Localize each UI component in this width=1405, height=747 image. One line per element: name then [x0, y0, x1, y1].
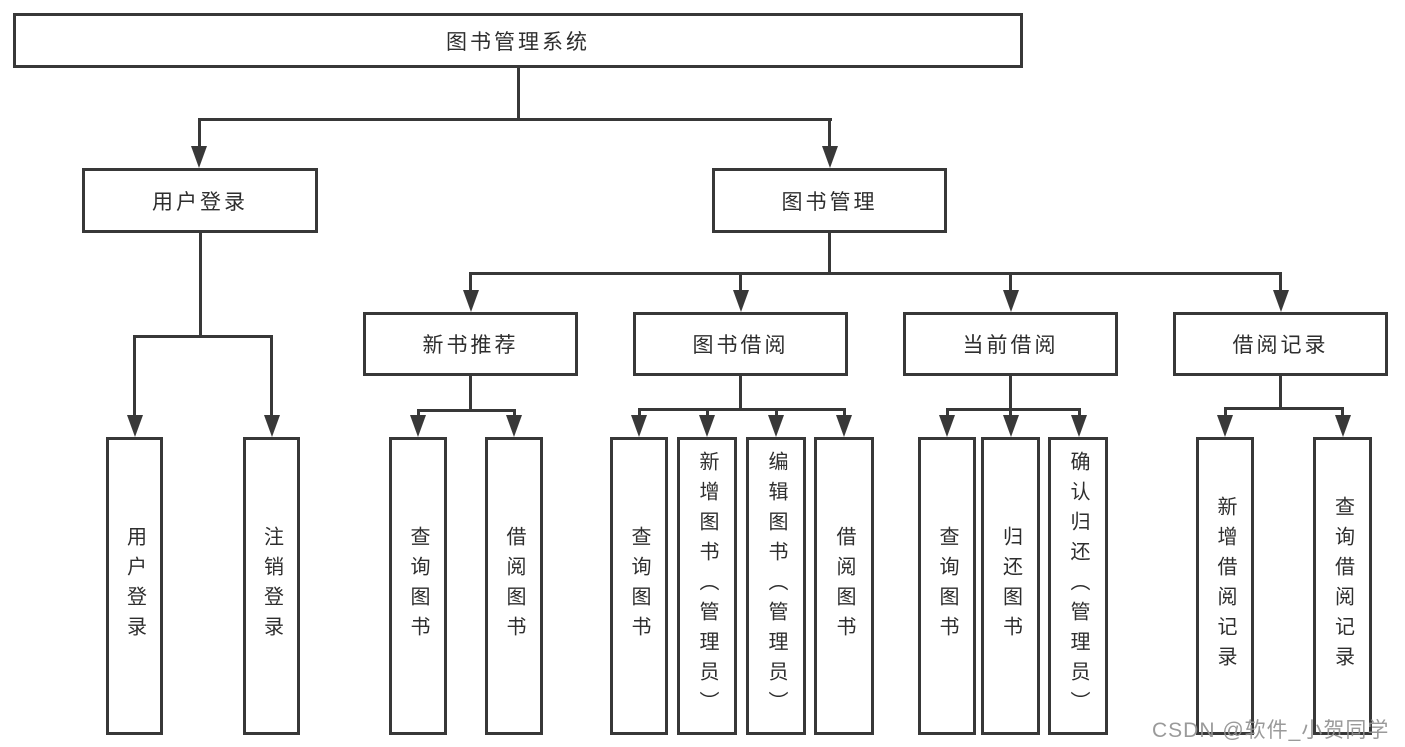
connector-vline	[1009, 408, 1012, 418]
node-label: 新书推荐	[422, 334, 519, 357]
connector-vline	[469, 272, 472, 292]
arrowhead-down-icon	[1272, 290, 1289, 312]
leaf-query-borrow-record: 查询借阅记录	[1313, 437, 1372, 735]
arrowhead-down-icon	[410, 415, 426, 437]
leaf-borrow-books: 借阅图书	[814, 437, 874, 735]
connector-hline	[637, 408, 846, 411]
connector-vline	[774, 408, 778, 418]
connector-vline	[516, 66, 520, 121]
leaf-add-books-admin: 新增图书（管理员）	[677, 437, 737, 735]
arrowhead-down-icon	[263, 415, 280, 437]
arrowhead-down-icon	[1334, 415, 1351, 437]
connector-vline	[512, 409, 516, 418]
arrowhead-down-icon	[1071, 415, 1087, 437]
connector-vline	[1341, 407, 1344, 418]
arrowhead-down-icon	[462, 290, 479, 312]
node-label: 新增图书（管理员）	[696, 451, 718, 721]
connector-vline	[1009, 374, 1012, 411]
arrowhead-down-icon	[631, 415, 647, 437]
arrowhead-down-icon	[732, 290, 749, 312]
connector-vline	[1009, 272, 1012, 292]
connector-vline	[1279, 374, 1282, 410]
connector-vline	[416, 409, 420, 418]
node-label: 新增借阅记录	[1214, 496, 1236, 676]
connector-hline	[469, 272, 1282, 275]
connector-hline	[1223, 407, 1344, 410]
node-label: 查询借阅记录	[1331, 496, 1354, 676]
leaf-logout: 注销登录	[243, 437, 300, 735]
connector-vline	[828, 118, 831, 149]
node-borrowing-records: 借阅记录	[1173, 312, 1388, 376]
connector-vline	[705, 408, 709, 418]
connector-vline	[198, 231, 202, 338]
arrowhead-down-icon	[939, 415, 955, 437]
node-label: 查询图书	[936, 526, 958, 646]
connector-hline	[945, 408, 1080, 411]
leaf-borrowing-query-books: 查询图书	[610, 437, 668, 735]
leaf-recommend-query-books: 查询图书	[389, 437, 447, 735]
arrowhead-down-icon	[699, 415, 715, 437]
arrowhead-down-icon	[191, 146, 207, 168]
node-book-borrowing: 图书借阅	[633, 312, 848, 376]
connector-vline	[197, 118, 201, 148]
leaf-return-books: 归还图书	[981, 437, 1040, 735]
arrowhead-down-icon	[1002, 415, 1019, 437]
leaf-confirm-return-admin: 确认归还（管理员）	[1048, 437, 1108, 735]
node-label: 确认归还（管理员）	[1067, 451, 1089, 721]
arrowhead-down-icon	[821, 146, 838, 168]
leaf-user-login: 用户登录	[106, 437, 163, 735]
arrowhead-down-icon	[1002, 290, 1019, 312]
connector-vline	[945, 408, 949, 418]
arrowhead-down-icon	[506, 415, 522, 437]
leaf-add-borrow-record: 新增借阅记录	[1196, 437, 1254, 735]
leaf-recommend-borrow-books: 借阅图书	[485, 437, 543, 735]
node-label: 借阅图书	[503, 526, 525, 646]
node-label: 当前借阅	[962, 334, 1059, 357]
leaf-current-query-books: 查询图书	[918, 437, 976, 735]
connector-vline	[637, 408, 641, 418]
connector-vline	[828, 231, 831, 275]
node-current-borrowing: 当前借阅	[903, 312, 1118, 376]
connector-vline	[270, 335, 273, 417]
connector-vline	[739, 374, 742, 411]
watermark: CSDN @软件_小贺同学	[1152, 719, 1390, 742]
node-label: 编辑图书（管理员）	[765, 451, 787, 721]
node-label: 用户登录	[123, 526, 146, 646]
node-label: 借阅记录	[1232, 334, 1329, 357]
node-label: 注销登录	[260, 526, 283, 646]
node-label: 图书管理	[781, 190, 878, 214]
node-label: 归还图书	[999, 526, 1022, 646]
leaf-edit-books-admin: 编辑图书（管理员）	[746, 437, 806, 735]
connector-vline	[133, 335, 136, 417]
connector-hline	[416, 409, 515, 412]
connector-hline	[197, 118, 832, 121]
node-user-login: 用户登录	[82, 168, 318, 233]
connector-vline	[469, 374, 472, 412]
arrowhead-down-icon	[1217, 415, 1233, 437]
connector-vline	[739, 272, 742, 292]
arrowhead-down-icon	[126, 415, 143, 437]
connector-vline	[842, 408, 846, 418]
node-label: 查询图书	[628, 526, 650, 646]
node-label: 图书借阅	[692, 334, 789, 357]
connector-vline	[1223, 407, 1227, 418]
node-label: 用户登录	[152, 190, 248, 214]
arrowhead-down-icon	[768, 415, 784, 437]
connector-hline	[133, 335, 273, 338]
node-book-management: 图书管理	[712, 168, 947, 233]
node-label: 借阅图书	[833, 526, 855, 646]
arrowhead-down-icon	[836, 415, 852, 437]
node-label: 查询图书	[407, 526, 429, 646]
node-new-book-recommendation: 新书推荐	[363, 312, 578, 376]
connector-vline	[1077, 408, 1081, 418]
connector-vline	[1279, 272, 1282, 292]
node-library-management-system: 图书管理系统	[13, 13, 1023, 68]
node-label: 图书管理系统	[446, 30, 590, 54]
